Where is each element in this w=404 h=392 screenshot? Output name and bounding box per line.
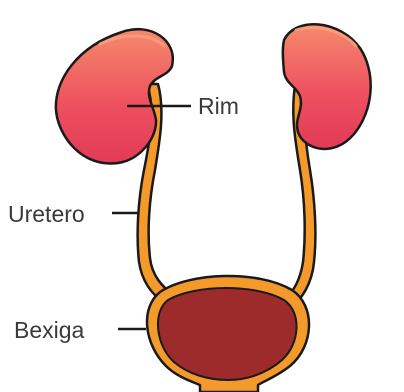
ureter-label: Uretero: [8, 201, 85, 227]
bladder-label: Bexiga: [14, 317, 85, 343]
kidney-label: Rim: [198, 93, 239, 119]
bladder-inner: [158, 288, 297, 380]
